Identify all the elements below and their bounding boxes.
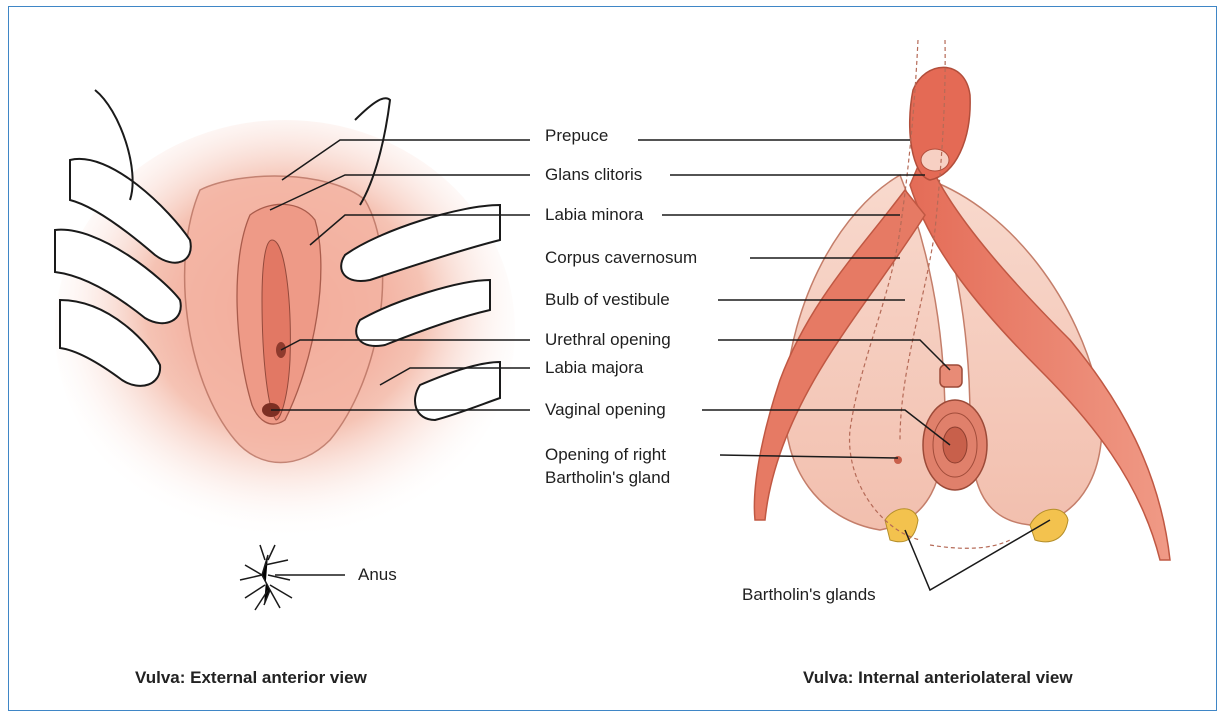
label-labia-minora: Labia minora	[545, 205, 643, 225]
label-prepuce: Prepuce	[545, 126, 608, 146]
label-bartholin-opening-line1: Opening of right	[545, 445, 666, 465]
caption-external-view: Vulva: External anterior view	[135, 668, 367, 688]
glans-tip-shape	[921, 149, 949, 171]
vaginal-canal-shape	[923, 400, 987, 490]
label-bulb-of-vestibule: Bulb of vestibule	[545, 290, 670, 310]
label-anus: Anus	[358, 565, 397, 585]
bartholin-gland-left	[885, 509, 918, 542]
label-labia-majora: Labia majora	[545, 358, 643, 378]
label-corpus-cavernosum: Corpus cavernosum	[545, 248, 697, 268]
label-bartholin-opening-line2: Bartholin's gland	[545, 468, 670, 488]
anus-shape	[240, 545, 292, 610]
label-glans-clitoris: Glans clitoris	[545, 165, 642, 185]
label-vaginal-opening: Vaginal opening	[545, 400, 666, 420]
caption-internal-view: Vulva: Internal anteriolateral view	[803, 668, 1073, 688]
bartholin-duct-opening	[894, 456, 902, 464]
external-view	[55, 90, 515, 610]
label-urethral-opening: Urethral opening	[545, 330, 671, 350]
urethral-opening-internal	[940, 365, 962, 387]
label-bartholins-glands: Bartholin's glands	[742, 585, 876, 605]
